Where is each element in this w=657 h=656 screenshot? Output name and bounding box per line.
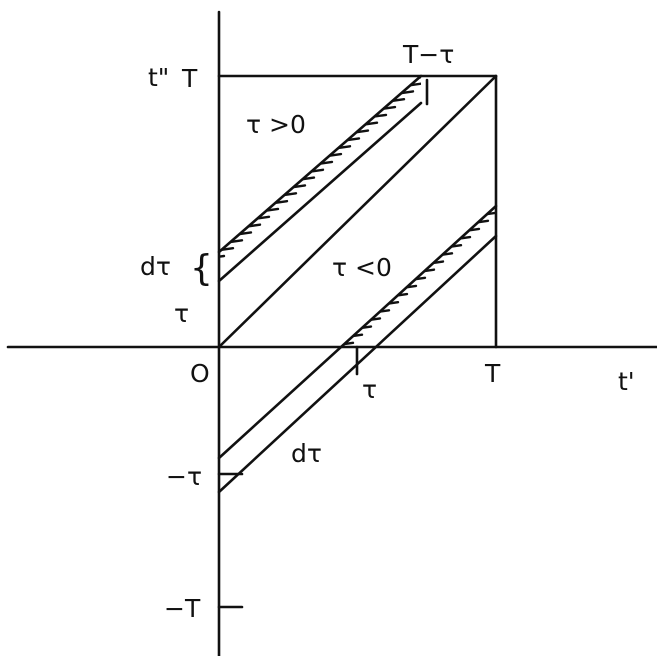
hatch-stroke [449,227,481,235]
label-minus-tau: −τ [166,462,202,491]
hatch-stroke [404,268,436,275]
hatch-stroke [413,260,445,267]
hatch-stroke [340,333,364,340]
label-tau-lt-0: τ <0 [332,253,392,282]
hatch-stroke [440,235,472,243]
hatch-stroke [487,196,515,200]
label-tau-gt-0: τ >0 [246,110,306,139]
hatch-stroke [341,325,373,332]
upper-strip-hatching [219,76,421,262]
label-tau-bottom: τ [362,375,377,404]
label-minus-T: −T [164,594,201,623]
hatch-stroke [368,300,400,308]
label-t-double-prime: t" [148,63,169,92]
label-d-tau-lower: dτ [291,439,322,468]
hatch-stroke [431,244,463,251]
hatch-stroke [395,276,427,283]
hatch-stroke [458,219,490,227]
hatch-stroke [422,252,454,259]
hatch-stroke [350,317,382,324]
label-d-tau-upper: dτ [140,252,171,281]
label-T-minus-tau: T−τ [402,40,454,69]
label-origin: O [190,359,210,388]
hatch-stroke [219,254,226,262]
hatch-stroke [359,309,391,316]
hatch-stroke [340,341,355,347]
hatch-stroke [377,292,409,300]
label-T-top: T [181,64,198,93]
upper-strip-bottom-line [217,101,423,283]
label-T-right: T [484,359,501,388]
hatch-stroke [386,284,418,292]
hatch-stroke [219,246,235,254]
brace-d-tau: { [190,248,213,289]
label-tau-left: τ [174,299,189,328]
hatch-stroke [316,351,344,355]
main-diagonal [217,74,498,349]
label-t-prime: t' [618,367,635,396]
